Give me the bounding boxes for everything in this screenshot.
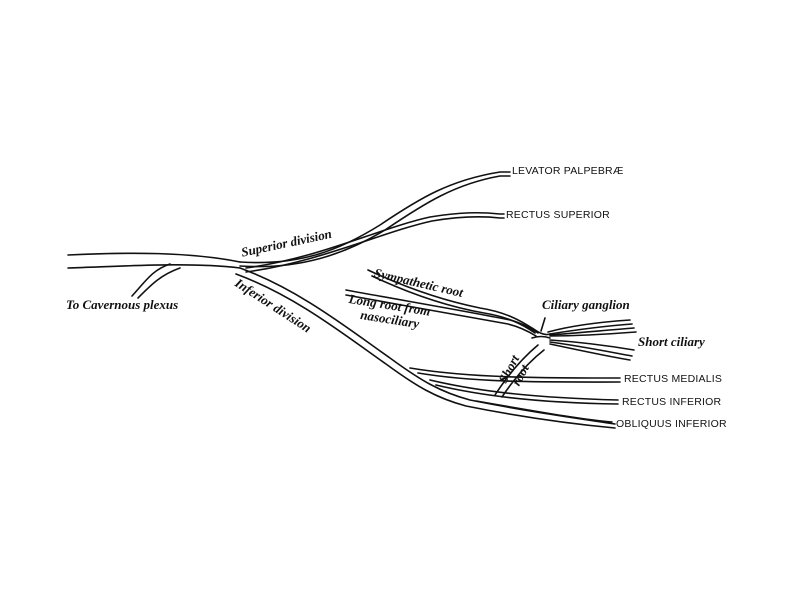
- short-ciliary-1: [547, 319, 631, 333]
- short-ciliary-4: [549, 331, 637, 337]
- sympathetic-root-1: [367, 269, 536, 331]
- short-root-1: [494, 344, 539, 396]
- short-ciliary-5: [549, 339, 635, 351]
- label-rectus-superior: RECTUS SUPERIOR: [506, 209, 610, 221]
- inferior-to-rectus-inferior-1: [429, 379, 619, 401]
- superior-division-3: [245, 211, 505, 269]
- short-ciliary-2: [549, 323, 633, 335]
- main-trunk-upper: [67, 252, 241, 263]
- short-ciliary-6: [549, 341, 633, 357]
- ganglion-body-1: [531, 327, 551, 336]
- inferior-to-obliquus-extra: [475, 400, 613, 423]
- short-ciliary-3: [549, 327, 635, 336]
- short-ciliary-7: [549, 343, 631, 361]
- label-rectus-medialis: RECTUS MEDIALIS: [624, 373, 723, 385]
- cavernous-branch-b: [137, 267, 181, 299]
- cavernous-branch-a: [131, 263, 171, 297]
- superior-division-4: [245, 215, 505, 273]
- ganglion-pointer: [540, 317, 546, 332]
- label-levator-palpebrae: LEVATOR PALPEBRÆ: [512, 165, 624, 177]
- label-rectus-inferior: RECTUS INFERIOR: [622, 396, 722, 408]
- short-root-2: [501, 349, 545, 398]
- label-ciliary-ganglion: Ciliary ganglion: [542, 297, 630, 312]
- label-to-cavernous-plexus: To Cavernous plexus: [66, 297, 179, 312]
- inferior-to-rectus-inferior-2: [435, 384, 619, 405]
- long-root-2: [345, 294, 537, 337]
- label-obliquus-inferior: OBLIQUUS INFERIOR: [616, 418, 727, 430]
- inferior-division-2: [235, 273, 616, 429]
- long-root-1: [345, 289, 539, 334]
- ganglion-body-2: [531, 335, 551, 339]
- label-short-ciliary: Short ciliary: [638, 334, 705, 349]
- superior-division-2: [239, 175, 511, 268]
- main-trunk-lower: [67, 264, 241, 269]
